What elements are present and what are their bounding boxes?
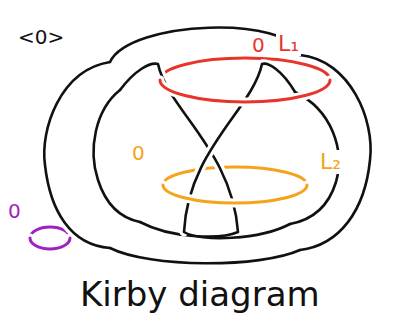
orange-circle-back <box>163 167 307 185</box>
framing-number: 0 <box>130 142 147 164</box>
purple-circle-front <box>30 238 70 249</box>
framing-label: <0> <box>16 26 66 48</box>
black-strand <box>184 64 295 238</box>
red-circle-halo <box>160 80 330 102</box>
link-name: L₂ <box>318 150 343 174</box>
link-name: L₁ <box>276 32 301 56</box>
purple-circle-halo <box>30 238 70 249</box>
framing-number: 0 <box>6 200 23 222</box>
orange-circle-front <box>163 185 307 203</box>
black-strands <box>44 28 370 264</box>
red-circle-front <box>160 80 330 102</box>
orange-circle-halo <box>163 185 307 203</box>
caption-text: Kirby diagram <box>78 276 322 313</box>
red-circle-back <box>160 58 330 80</box>
framing-number: 0 <box>250 34 267 56</box>
